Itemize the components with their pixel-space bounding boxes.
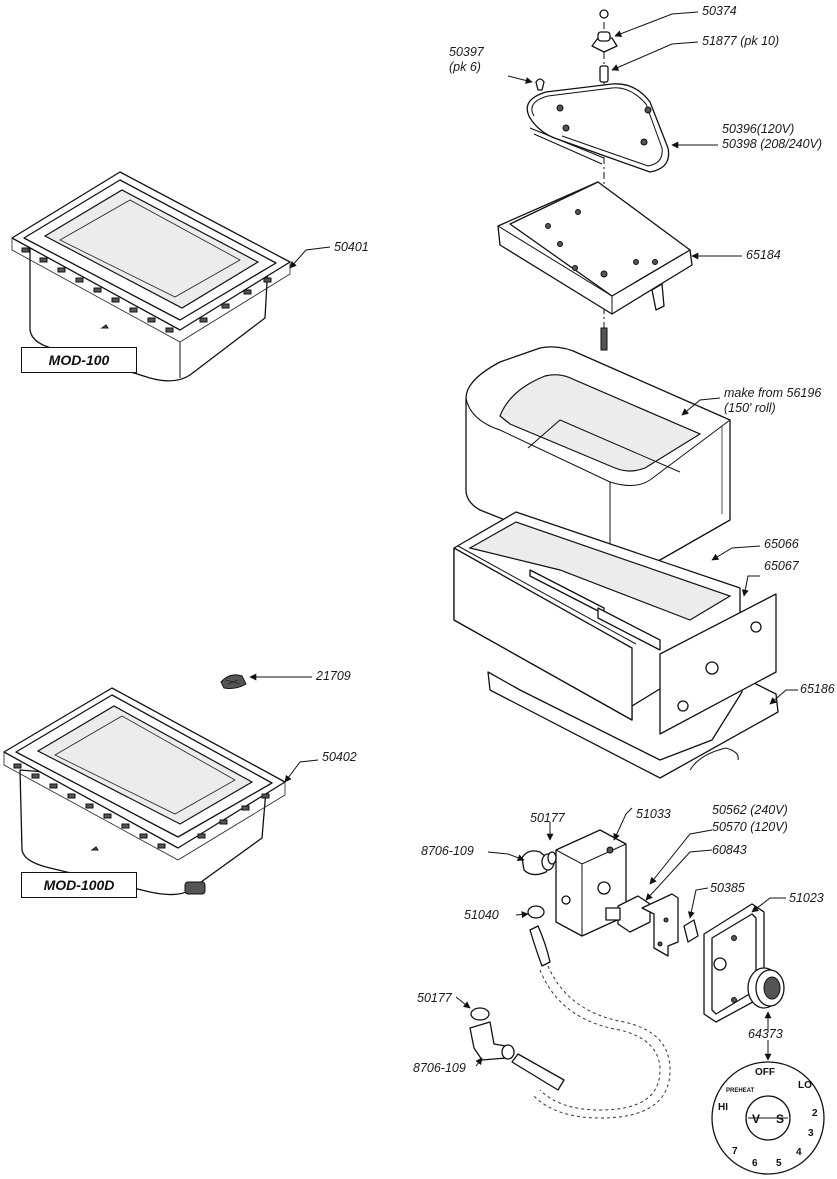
- dial-number: 5: [776, 1158, 782, 1169]
- part-label-65184: 65184: [746, 248, 781, 262]
- part-label-64373: 64373: [748, 1027, 783, 1041]
- heating-element-50396: [526, 83, 670, 173]
- switch-50562: [605, 895, 651, 933]
- dial-v-label: V: [752, 1112, 760, 1126]
- clip-50397: [535, 78, 545, 91]
- insulation-liner: [465, 346, 731, 568]
- part-label-50374: 50374: [702, 4, 737, 18]
- bushing-50385: [683, 919, 699, 943]
- connector-51040: [527, 905, 545, 919]
- part-label-50570: 50570 (120V): [712, 820, 788, 834]
- spacer-51877: [599, 65, 609, 83]
- part-label-50402: 50402: [322, 750, 357, 764]
- part-label-liner-roll: (150' roll): [724, 401, 776, 415]
- part-label-50562: 50562 (240V): [712, 803, 788, 817]
- dial-number: 6: [752, 1158, 758, 1169]
- part-label-50401: 50401: [334, 240, 369, 254]
- drain-screen-21709: [220, 674, 247, 689]
- part-label-50397-pk: (pk 6): [449, 60, 481, 74]
- part-label-65067: 65067: [764, 559, 799, 573]
- dial-number: 3: [808, 1128, 814, 1139]
- model-label-mod-100: MOD-100: [21, 347, 137, 373]
- dial-s-label: S: [776, 1112, 784, 1126]
- flex-conduit: [511, 925, 671, 1119]
- locknut-50177-lower: [470, 1007, 490, 1021]
- part-label-65066: 65066: [764, 537, 799, 551]
- part-label-50177-lower: 50177: [417, 991, 452, 1005]
- part-label-8706-109-lower: 8706-109: [413, 1061, 466, 1075]
- dial-number: 4: [796, 1147, 802, 1158]
- knob-64373: [747, 967, 785, 1009]
- well-pan-50402: [3, 687, 286, 896]
- part-label-21709: 21709: [316, 669, 351, 683]
- part-label-51040: 51040: [464, 908, 499, 922]
- part-label-50398: 50398 (208/240V): [722, 137, 823, 151]
- thermostat-bulb-clip-50374: [591, 9, 618, 53]
- screw: [600, 327, 608, 351]
- dial-preheat-label: PREHEAT: [726, 1088, 755, 1094]
- part-label-51033: 51033: [636, 807, 671, 821]
- part-label-8706-109: 8706-109: [421, 844, 474, 858]
- part-label-50385: 50385: [710, 881, 745, 895]
- elbow-fitting-8706-109-lower: [469, 1021, 515, 1061]
- part-label-65186: 65186: [800, 682, 835, 696]
- part-label-60843: 60843: [712, 843, 747, 857]
- dial-off-label: OFF: [755, 1067, 775, 1078]
- bracket-60843: [641, 893, 679, 957]
- part-label-51023: 51023: [789, 891, 824, 905]
- housing-65066-65067-65186: [453, 511, 779, 779]
- locknut-50177: [547, 851, 557, 865]
- model-label-mod-100d: MOD-100D: [21, 872, 137, 898]
- part-label-50177: 50177: [530, 811, 565, 825]
- part-label-50397: 50397: [449, 45, 484, 59]
- element-tray-65184: [497, 181, 693, 315]
- temperature-dial: OFF LO HI PREHEAT V S 2 3 4 5 6 7: [711, 1061, 825, 1175]
- part-label-51877: 51877 (pk 10): [702, 34, 780, 48]
- dial-number: 2: [812, 1108, 818, 1119]
- dial-hi-label: HI: [718, 1102, 728, 1113]
- well-pan-50401: [11, 171, 291, 382]
- part-label-50396: 50396(120V): [722, 122, 795, 136]
- dial-number: 7: [732, 1146, 738, 1157]
- dial-lo-label: LO: [798, 1080, 812, 1091]
- part-label-liner: make from 56196: [724, 386, 822, 400]
